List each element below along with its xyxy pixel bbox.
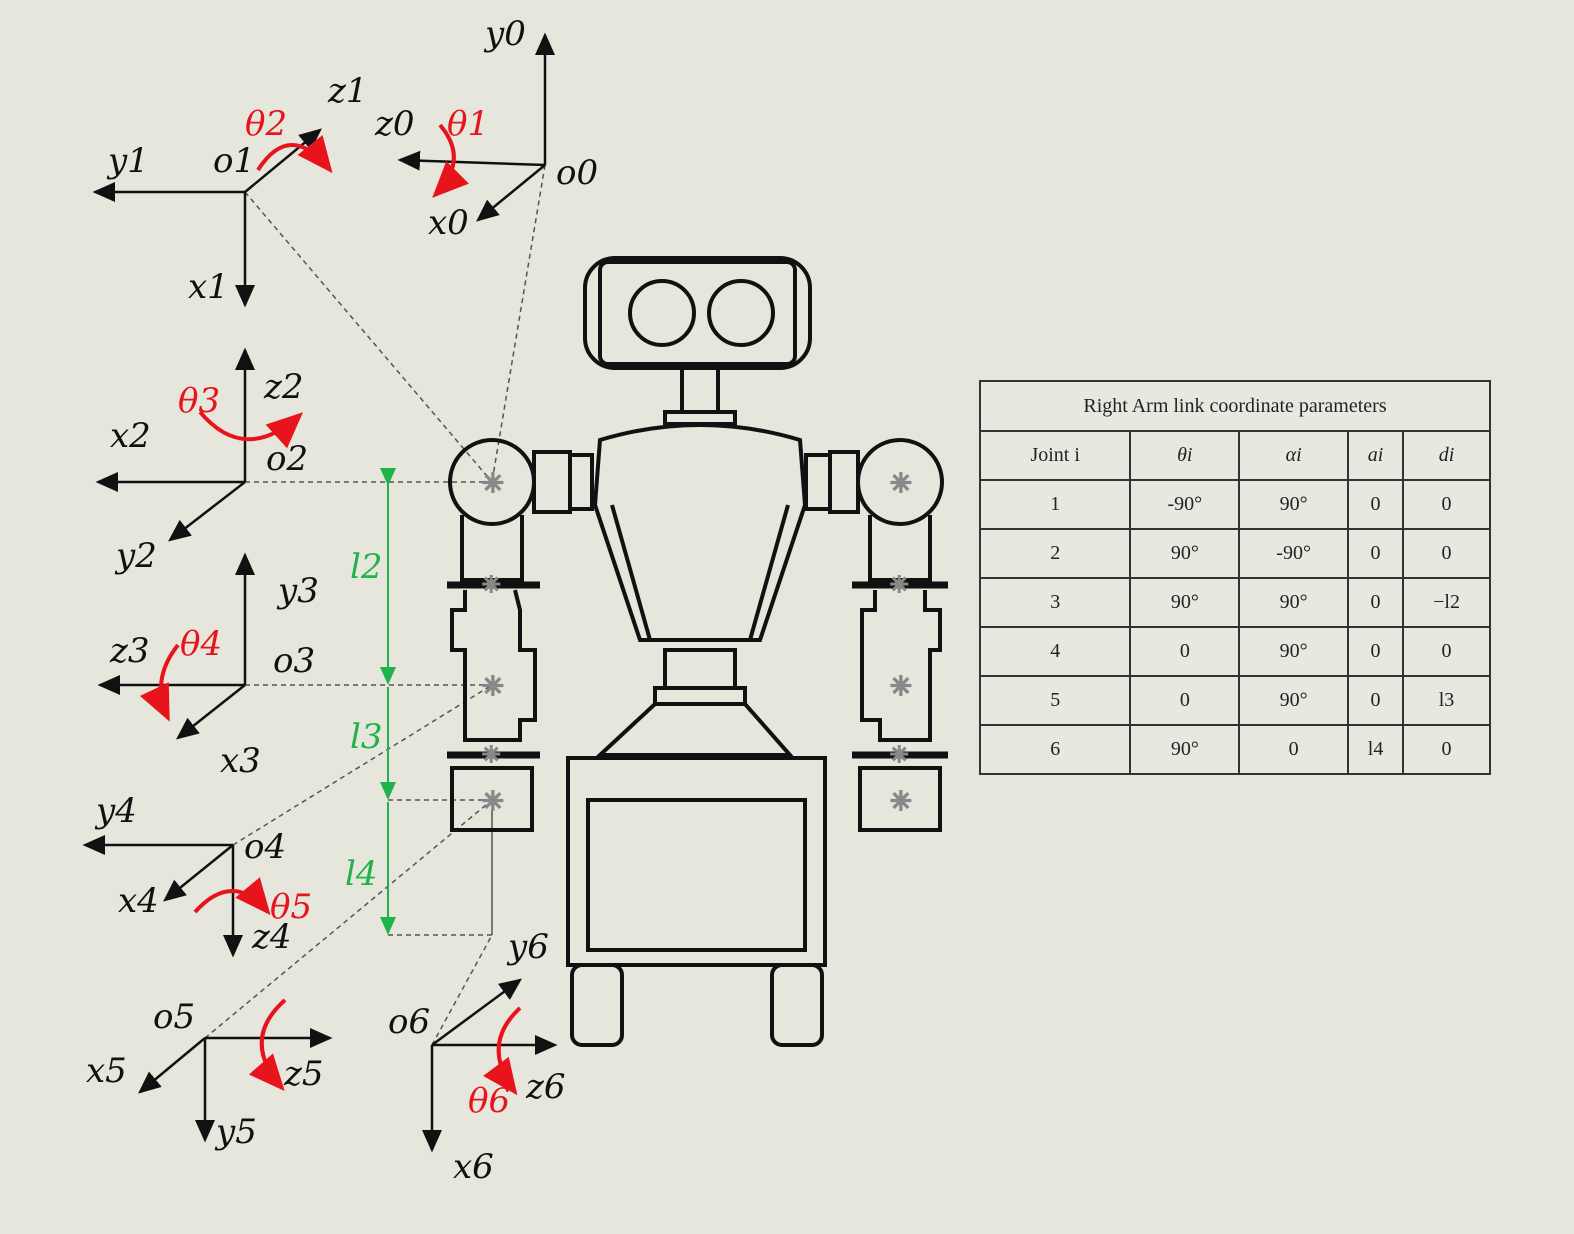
label-z6: z6 [525,1067,566,1107]
table-cell: -90° [1238,528,1350,579]
label-theta2: θ2 [245,104,287,144]
svg-text:✳: ✳ [890,743,908,768]
label-l2: l2 [350,547,383,587]
label-z2: z2 [263,367,304,407]
table-cell: 90° [1129,528,1241,579]
joint-markers: ✳ ✳ ✳ ✳ ✳ ✳ ✳ ✳ ✳ ✳ [481,468,913,818]
label-x5: x5 [86,1051,127,1091]
table-cell: 5 [978,675,1132,726]
label-x1: x1 [188,267,229,307]
rotation-arrows [139,123,522,1096]
label-z4: z4 [251,917,292,957]
label-z5: z5 [283,1054,324,1094]
svg-text:✳: ✳ [890,573,908,598]
table-cell: 0 [1129,675,1241,726]
table-cell: 0 [1402,479,1491,530]
table-cell: 2 [978,528,1132,579]
table-cell: 90° [1238,626,1350,677]
svg-text:✳: ✳ [482,743,500,768]
label-y3: y3 [276,571,319,611]
table-cell: 0 [1347,528,1405,579]
table-cell: 6 [978,724,1132,775]
table-cell: 0 [1347,577,1405,628]
table-header-row: Joint i θi αi ai di [978,430,1491,481]
label-o5: o5 [153,997,195,1037]
label-z1: z1 [327,71,368,111]
label-x0: x0 [428,203,469,243]
svg-text:✳: ✳ [482,787,504,817]
label-theta4: θ4 [180,624,222,664]
table-cell: 0 [1347,626,1405,677]
table-cell: 4 [978,626,1132,677]
label-theta6: θ6 [468,1081,510,1121]
svg-text:✳: ✳ [482,573,500,598]
label-theta1: θ1 [447,104,489,144]
table-cell: 90° [1238,675,1350,726]
svg-text:✳: ✳ [890,787,912,817]
frame-labels: y0 z0 x0 o0 θ1 y1 o1 z1 x1 θ2 x2 o2 z2 y… [86,14,598,1187]
label-y5: y5 [214,1112,257,1152]
table-cell: 90° [1238,479,1350,530]
table-cell: 0 [1238,724,1350,775]
coordinate-axes [82,32,558,1153]
label-x2: x2 [110,416,151,456]
table-cell: 1 [978,479,1132,530]
table-cell: 90° [1129,724,1241,775]
dh-parameter-table: Right Arm link coordinate parameters Joi… [978,380,1491,775]
label-z0: z0 [374,104,415,144]
header-alpha: αi [1238,430,1350,481]
svg-text:✳: ✳ [890,469,912,499]
projection-lines [204,164,546,1046]
robot-drawing [447,256,948,1047]
table-cell: 0 [1402,626,1491,677]
label-x6: x6 [453,1147,494,1187]
table-cell: 0 [1347,675,1405,726]
table-cell: 0 [1402,528,1491,579]
table-cell: 0 [1402,724,1491,775]
table-cell: 0 [1347,479,1405,530]
table-cell: 3 [978,577,1132,628]
svg-text:✳: ✳ [482,672,504,702]
label-l3: l3 [350,717,383,757]
label-o1: o1 [213,141,255,181]
label-o6: o6 [388,1002,430,1042]
table-cell: 90° [1238,577,1350,628]
table-cell: l4 [1347,724,1405,775]
header-theta: θi [1129,430,1241,481]
svg-text:✳: ✳ [890,672,912,702]
label-y1: y1 [106,141,149,181]
table-cell: l3 [1402,675,1491,726]
label-y4: y4 [94,791,137,831]
label-theta5: θ5 [270,887,312,927]
table-cell: 0 [1129,626,1241,677]
label-l4: l4 [345,854,378,894]
table-cell: -90° [1129,479,1241,530]
label-y2: y2 [114,536,157,576]
table-title: Right Arm link coordinate parameters [979,380,1491,432]
label-o3: o3 [273,641,315,681]
header-joint: Joint i [978,430,1132,481]
header-a: ai [1347,430,1405,481]
label-z3: z3 [109,631,150,671]
header-d: di [1402,430,1491,481]
label-o4: o4 [244,827,286,867]
table-cell: 90° [1129,577,1241,628]
label-y6: y6 [506,927,549,967]
label-o0: o0 [556,153,598,193]
label-x4: x4 [118,881,159,921]
label-y0: y0 [483,14,526,54]
label-x3: x3 [220,741,261,781]
table-cell: −l2 [1402,577,1491,628]
svg-text:✳: ✳ [482,469,504,499]
label-theta3: θ3 [178,381,220,421]
label-o2: o2 [266,439,308,479]
